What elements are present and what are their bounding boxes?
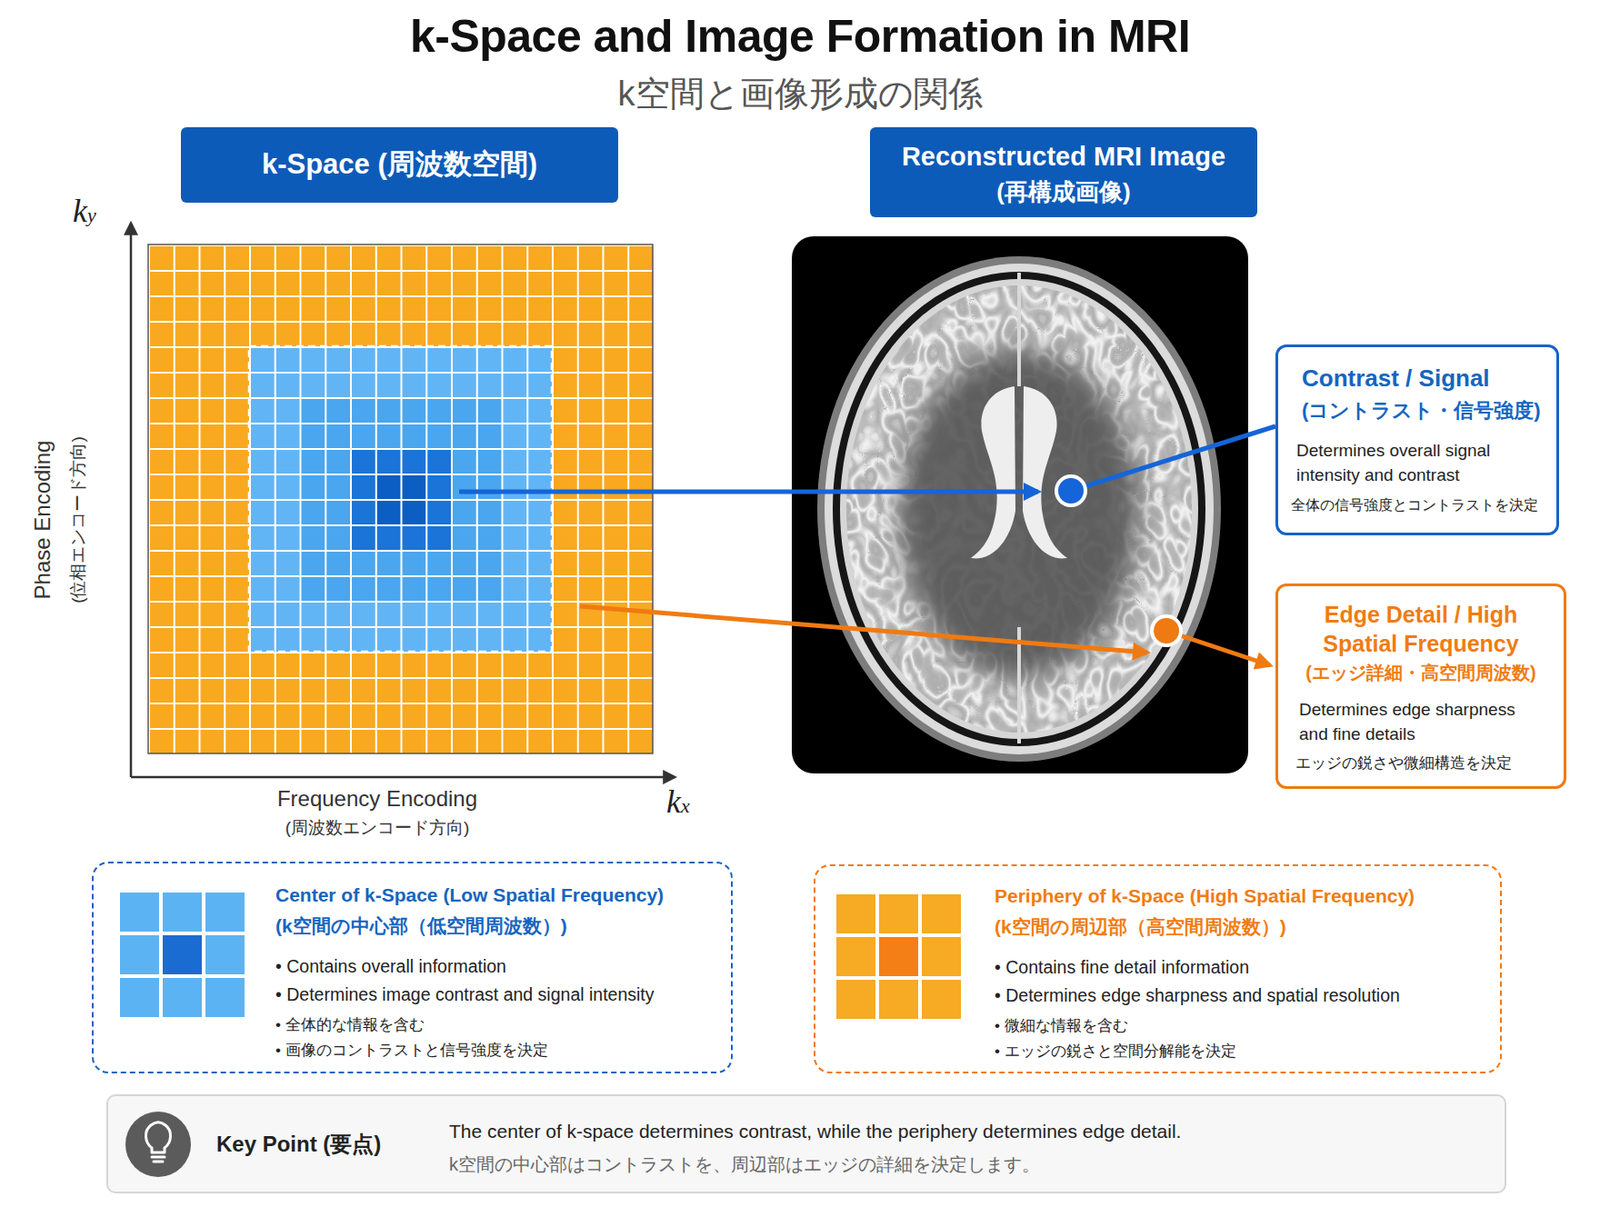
callout-box: Edge Detail / High Spatial Frequency(エッジ… [1275,583,1567,790]
axis-name: ky [72,192,97,234]
icon-cell [836,980,876,1020]
key-point-text: The center of k-space determines contras… [449,1119,1181,1145]
info-box: Center of k-Space (Low Spatial Frequency… [91,861,733,1074]
icon-cell [921,894,961,934]
info-subheading: (k空間の中心部（低空間周波数）) [275,912,568,940]
bullet-item: • Determines image contrast and signal i… [275,982,655,1007]
bullet-item: • Contains fine detail information [994,955,1250,980]
callout-body: Determines edge sharpness and fine detai… [1299,697,1538,747]
info-box: Periphery of k-Space (High Spatial Frequ… [813,864,1502,1074]
mri-brain-image [791,236,1249,774]
icon-cell [879,980,919,1020]
scalp [817,256,1221,762]
bullet-item-ja: • 画像のコントラストと信号強度を決定 [275,1040,549,1062]
axis-label: Phase Encoding [29,338,57,702]
grid-lines [148,244,653,754]
axis-label-ja: (周波数エンコード方向) [195,816,560,840]
bulb-outline [145,1122,170,1153]
callout-heading: Edge Detail / High Spatial Frequency [1284,600,1558,659]
callout-body-ja: エッジの鋭さや微細構造を決定 [1295,752,1512,775]
key-point-text-ja: k空間の中心部はコントラストを、周辺部はエッジの詳細を決定します。 [449,1151,1040,1178]
key-point-heading: Key Point (要点) [216,1130,381,1159]
grid-border [148,244,653,754]
icon-cell [120,892,160,932]
lightbulb-icon [125,1111,191,1178]
icon-cell [162,978,202,1018]
k-space-grid [148,244,653,754]
icon-cell [120,978,160,1018]
icon-cell [921,980,961,1020]
header-box: Reconstructed MRI Image(再構成画像) [870,127,1258,218]
page-title: k-Space and Image Formation in MRI [0,9,1600,64]
bullet-item-ja: • 全体的な情報を含む [275,1014,425,1037]
axis-label: Frequency Encoding [195,785,560,813]
icon-cell [205,892,245,932]
icon-cell [879,894,919,934]
callout-body-ja: 全体の信号強度とコントラストを決定 [1290,495,1539,516]
icon-cell [205,935,245,975]
icon-cell [836,894,876,934]
callout-body: Determines overall signal intensity and … [1296,438,1542,488]
axes [130,223,675,778]
callout-heading: Contrast / Signal [1301,363,1490,393]
bullet-item: • Determines edge sharpness and spatial … [994,983,1400,1008]
key-point-box: Key Point (要点) The center of k-space dete… [106,1094,1507,1194]
right-ventricle [1022,386,1068,559]
leader-line [1070,426,1276,491]
pointer-arrows [459,426,1276,666]
bullet-item-ja: • 微細な情報を含む [994,1015,1129,1038]
bullet-item-ja: • エッジの鋭さと空間分解能を決定 [994,1040,1237,1063]
header-subtext: (再構成画像) [870,175,1258,209]
periphery-arrow [580,606,1148,653]
icon-cell [120,935,160,975]
ky-axis [130,223,133,778]
axis-label-ja: (位相エンコード方向) [66,338,90,702]
header-box: k-Space (周波数空間) [180,127,619,203]
icon-cell [836,937,876,977]
scalp-fat [824,263,1214,755]
icon-cell [205,978,245,1018]
dashed-outline [249,346,552,652]
left-ventricle [970,386,1016,559]
header-text: Reconstructed MRI Image [870,140,1258,173]
subtitle: k空間と画像形成の関係 [0,72,1600,115]
kx-axis [130,776,675,780]
icon-cell [921,937,961,977]
info-subheading: (k空間の周辺部（高空間周波数）) [994,913,1287,941]
icon-cell [162,892,202,932]
header-text: k-Space (周波数空間) [180,146,619,183]
periphery-icon [836,894,961,1020]
contrast-marker-dot [1056,476,1086,506]
skull [832,271,1206,747]
callout-subheading: (コントラスト・信号強度) [1301,397,1541,425]
center-arrow [459,490,1039,495]
bulb-base [151,1157,165,1162]
callout-box: Contrast / Signal (コントラスト・信号強度) Determines… [1275,344,1560,536]
icon-cell [162,935,202,975]
center-icon [120,892,245,1018]
icon-circle [125,1111,191,1178]
icon-cell [879,937,919,977]
edge-marker-dot [1151,616,1181,646]
info-heading: Periphery of k-Space (High Spatial Frequ… [994,882,1415,910]
info-heading: Center of k-Space (Low Spatial Frequency… [275,881,664,910]
leader-line [1166,630,1270,666]
image-frame [791,236,1249,774]
callout-subheading: (エッジ詳細・高空間周波数) [1278,660,1564,686]
axis-name: kx [666,783,690,825]
k-space-periphery [148,244,653,754]
midline-fissure [1017,272,1021,744]
bullet-item: • Contains overall information [275,954,507,979]
